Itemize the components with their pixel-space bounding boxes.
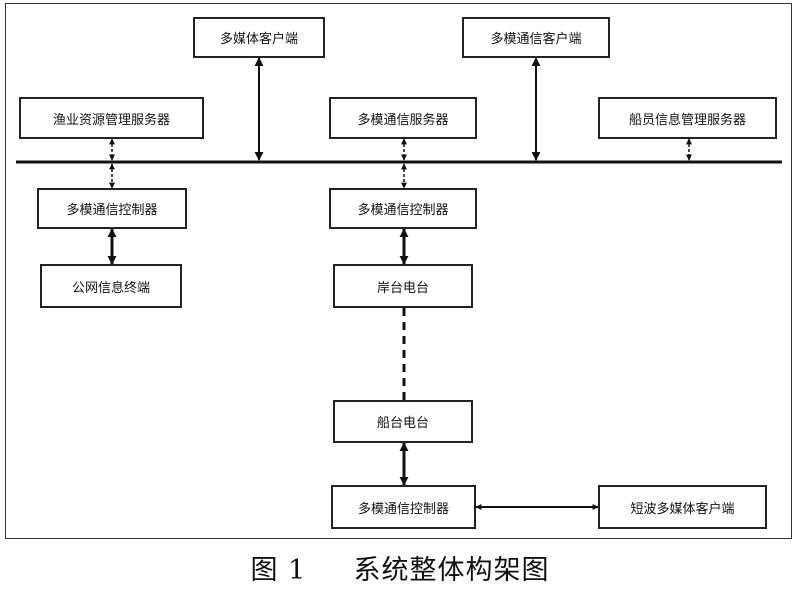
node-label: 多模通信控制器 — [66, 203, 158, 218]
figure-caption: 图 1 系统整体构架图 — [0, 548, 800, 587]
node-label: 多媒体客户端 — [219, 32, 298, 47]
node-multimode-client: 多模通信客户端 — [462, 17, 610, 58]
node-shore-station: 岸台电台 — [333, 264, 473, 308]
node-label: 船台电台 — [376, 416, 429, 431]
node-label: 多模通信控制器 — [357, 501, 449, 517]
node-public-terminal: 公网信息终端 — [40, 264, 182, 308]
node-label: 岸台电台 — [376, 280, 429, 296]
node-label: 多模通信客户端 — [490, 32, 582, 47]
node-label: 多模通信服务器 — [357, 112, 449, 128]
node-crew-server: 船员信息管理服务器 — [598, 97, 777, 139]
node-fishery-server: 渔业资源管理服务器 — [19, 97, 204, 139]
node-multimode-server: 多模通信服务器 — [329, 97, 477, 139]
node-controller-bottom: 多模通信控制器 — [331, 485, 476, 529]
figure-title: 系统整体构架图 — [353, 555, 550, 586]
node-label: 船员信息管理服务器 — [628, 112, 746, 128]
node-ship-station: 船台电台 — [333, 400, 473, 443]
node-controller-center: 多模通信控制器 — [329, 188, 477, 229]
node-label: 短波多媒体客户端 — [630, 501, 735, 517]
node-label: 渔业资源管理服务器 — [52, 112, 170, 128]
node-shortwave-client: 短波多媒体客户端 — [598, 485, 767, 529]
node-multimedia-client: 多媒体客户端 — [193, 17, 325, 58]
node-label: 公网信息终端 — [71, 280, 150, 296]
node-controller-left: 多模通信控制器 — [37, 188, 187, 229]
figure-number: 图 1 — [250, 555, 307, 586]
node-label: 多模通信控制器 — [357, 203, 449, 218]
